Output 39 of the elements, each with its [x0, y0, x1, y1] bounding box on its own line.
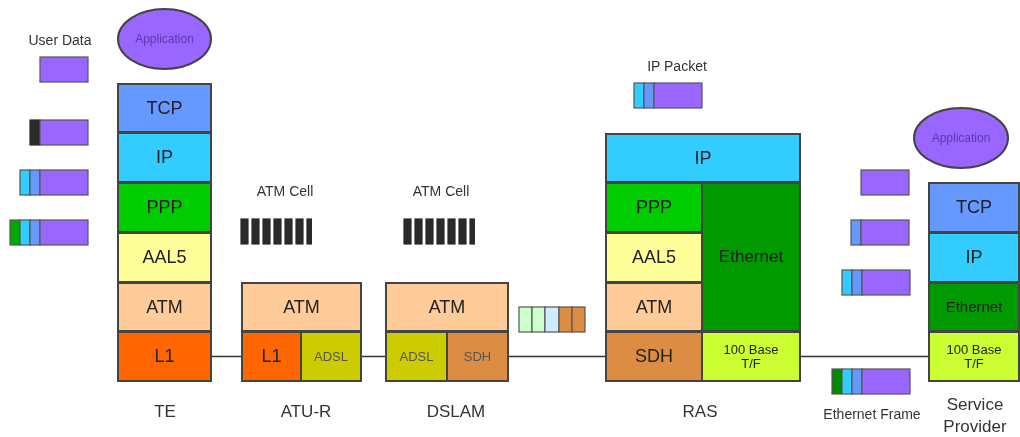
- protocol-layer-box: PPP: [605, 182, 703, 233]
- protocol-layer-box: ADSL: [385, 331, 448, 382]
- protocol-layer-box: L1: [241, 331, 302, 382]
- application-ellipse: Application: [117, 8, 212, 70]
- caption-text: User Data: [28, 32, 92, 48]
- protocol-layer-box: 100 Base T/F: [701, 331, 801, 382]
- protocol-layer-box: ADSL: [300, 331, 362, 382]
- device-label: DSLAM: [426, 402, 486, 422]
- caption-text: ATM Cell: [412, 183, 470, 199]
- device-label: ATU-R: [280, 402, 332, 422]
- protocol-layer-box: IP: [117, 132, 212, 183]
- device-label: TE: [154, 402, 176, 422]
- connection-line: [361, 355, 386, 358]
- protocol-layer-box: TCP: [117, 83, 212, 133]
- protocol-layer-box: ATM: [241, 282, 362, 332]
- connection-line: [211, 355, 242, 358]
- protocol-layer-box: SDH: [446, 331, 509, 382]
- protocol-layer-box: IP: [928, 232, 1020, 283]
- protocol-layer-box: Ethernet: [928, 282, 1020, 332]
- protocol-layer-box: TCP: [928, 182, 1020, 233]
- protocol-layer-box: L1: [117, 331, 212, 382]
- protocol-layer-box: ATM: [385, 282, 509, 332]
- caption-text: Ethernet Frame: [823, 406, 921, 422]
- connection-line: [508, 355, 606, 358]
- protocol-layer-box: SDH: [605, 331, 703, 382]
- protocol-layer-box: IP: [605, 133, 801, 183]
- protocol-layer-box: 100 Base T/F: [928, 331, 1020, 382]
- device-label: Service Provider: [942, 394, 1008, 437]
- application-ellipse: Application: [913, 107, 1009, 169]
- caption-text: ATM Cell: [256, 183, 314, 199]
- protocol-layer-box: ATM: [117, 282, 212, 332]
- protocol-layer-box: AAL5: [117, 232, 212, 283]
- caption-text: IP Packet: [647, 58, 707, 74]
- protocol-layer-box: Ethernet: [701, 182, 801, 332]
- protocol-layer-box: PPP: [117, 182, 212, 233]
- protocol-layer-box: ATM: [605, 282, 703, 332]
- connection-line: [800, 355, 929, 358]
- device-label: RAS: [682, 402, 718, 422]
- protocol-layer-box: AAL5: [605, 232, 703, 283]
